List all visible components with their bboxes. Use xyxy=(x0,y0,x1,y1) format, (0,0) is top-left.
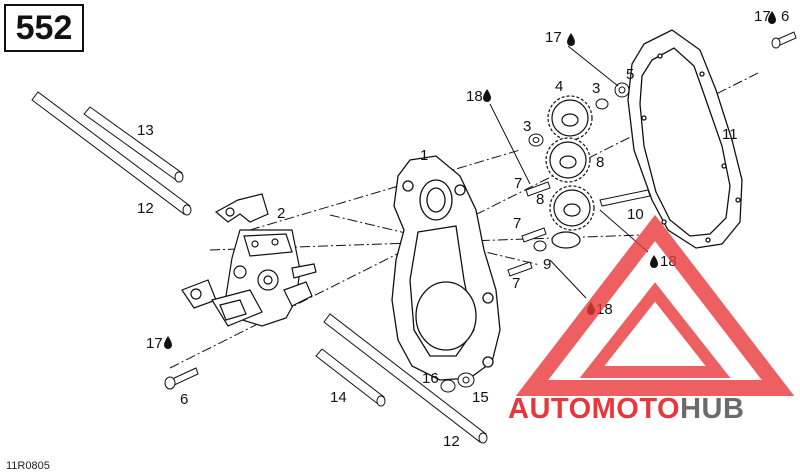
callout-18a: 18 xyxy=(466,88,483,105)
callout-9: 9 xyxy=(543,256,551,273)
reference-code: 11R0805 xyxy=(6,460,50,472)
rod-13 xyxy=(83,106,184,183)
bolt-6-upper xyxy=(771,31,797,49)
callout-12b: 12 xyxy=(443,433,460,450)
callout-17a: 17 xyxy=(545,29,562,46)
callout-1: 1 xyxy=(420,147,428,164)
callout-12a: 12 xyxy=(137,200,154,217)
bolt-6-lower xyxy=(164,367,199,390)
callout-4: 4 xyxy=(555,78,563,95)
callout-8b: 8 xyxy=(536,191,544,208)
callout-10: 10 xyxy=(627,206,644,223)
callout-2: 2 xyxy=(277,205,285,222)
watermark-auto: AUTO xyxy=(508,393,592,425)
callout-15: 15 xyxy=(472,389,489,406)
callout-16: 16 xyxy=(422,370,439,387)
oil-drop-icon xyxy=(483,89,491,102)
callout-3a: 3 xyxy=(523,118,531,135)
callout-14: 14 xyxy=(330,389,347,406)
callout-7a: 7 xyxy=(514,175,522,192)
page-number: 552 xyxy=(4,4,84,52)
oil-drop-icon xyxy=(650,255,658,268)
callout-7c: 7 xyxy=(512,275,520,292)
watermark-hub: HUB xyxy=(680,393,744,425)
callout-6b: 6 xyxy=(180,391,188,408)
callout-17c: 17 xyxy=(146,335,163,352)
gear-stack xyxy=(545,95,595,249)
watermark-moto: MOTO xyxy=(592,393,680,425)
callout-labels: 1 2 3 3 4 5 6 6 7 7 7 8 8 9 10 11 12 12 … xyxy=(137,8,789,450)
rod-14 xyxy=(315,348,386,407)
callout-6a: 6 xyxy=(781,8,789,25)
watermark-text: AUTOMOTOHUB xyxy=(508,393,744,425)
oil-drop-icon xyxy=(567,33,575,46)
watermark-logo: AUTOMOTOHUB xyxy=(508,214,795,425)
rod-12-upper xyxy=(31,91,192,216)
callout-8a: 8 xyxy=(596,154,604,171)
gear-housing xyxy=(391,155,501,381)
small-hardware xyxy=(440,82,651,393)
oil-pump-assembly xyxy=(181,193,317,327)
callout-17b: 17 xyxy=(754,8,771,25)
rod-12-lower xyxy=(323,313,488,444)
oil-drop-icon xyxy=(164,336,172,349)
callout-3b: 3 xyxy=(592,80,600,97)
cover-gasket xyxy=(627,29,743,249)
callout-13: 13 xyxy=(137,122,154,139)
callout-7b: 7 xyxy=(513,215,521,232)
oil-drop-icon xyxy=(768,11,776,24)
callout-5: 5 xyxy=(626,66,634,83)
callout-11: 11 xyxy=(722,126,738,143)
